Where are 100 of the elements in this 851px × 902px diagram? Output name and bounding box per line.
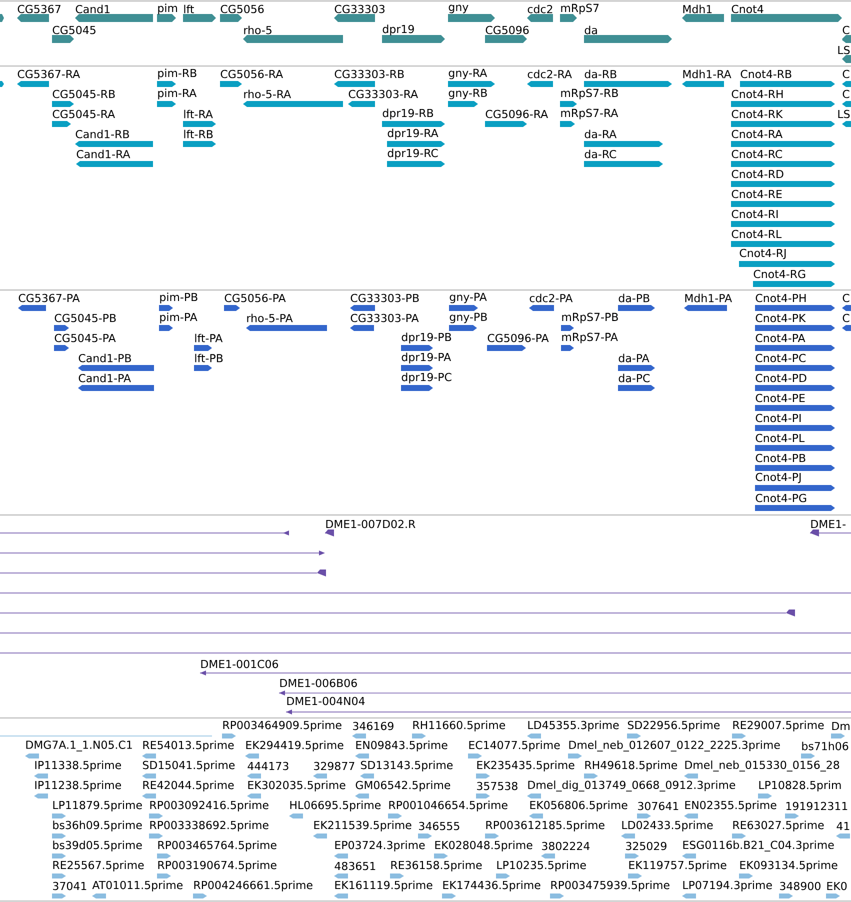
feature-label: 307641 (638, 802, 678, 810)
feature-label: Cnot4-PG (756, 494, 806, 502)
feature-label: Cnot4 (732, 4, 764, 14)
feature-label: dpr19-RB (382, 108, 434, 120)
feature-label: gny-RB (448, 88, 487, 100)
feature-label: RP004246661.5prime (194, 880, 312, 892)
feature-label: Cand1-RA (76, 150, 130, 158)
feature-label: EN02355.5prime (685, 800, 776, 812)
feature-label: CG5096-PA (488, 334, 549, 342)
feature-label: CG33303-RB (334, 70, 404, 78)
feature-label: Cnot4-RD (732, 170, 784, 178)
feature-label: Cnot4-RB (740, 70, 792, 78)
feature-label: 346169 (353, 722, 394, 730)
feature-label: RP003190674.5prime (158, 860, 276, 872)
feature-label: Cnot4-PH (756, 294, 806, 302)
feature-label: SD15041.5prime (142, 760, 235, 772)
feature-label: 357538 (477, 782, 518, 790)
feature-label: SD22956.5prime (628, 720, 720, 732)
feature-label: RP003465764.5prime (158, 840, 276, 852)
feature-label: RP003612185.5prime (486, 820, 604, 832)
feature-label: dpr19-PA (402, 352, 452, 364)
feature-label: CG5096 (486, 26, 529, 34)
feature-label: SD13143.5prime (360, 760, 453, 772)
feature-label: Cnot4-RK (732, 110, 783, 118)
feature-label: dpr19-RC (388, 148, 438, 160)
feature-label: RE25567.5prime (53, 860, 144, 872)
feature-label: cdc2-PA (530, 294, 573, 302)
feature-label: LS (838, 46, 850, 54)
feature-label: LP11879.5prime (53, 800, 142, 812)
feature-label: cdc2 (528, 4, 552, 14)
feature-label: Cnot4-PC (756, 354, 806, 362)
feature-label: bs39d05.5prime (53, 840, 142, 852)
feature-label: CG5367-PA (18, 294, 80, 302)
feature-label: da-RB (584, 70, 616, 78)
feature-label: IP11238.5prime (35, 780, 121, 792)
feature-label: Mdh1-PA (685, 294, 732, 302)
feature-label: RP003475939.5prime (551, 880, 670, 892)
feature-label: EK235435.5prime (477, 760, 574, 772)
feature-label: LP10828.5prim (759, 780, 841, 792)
feature-label: pim-PB (160, 292, 198, 304)
feature-label: CG5367 (18, 4, 60, 14)
feature-label: Cand1 (76, 4, 110, 14)
feature-label: pim-RB (158, 68, 196, 80)
feature-label: Cnot4-PK (756, 314, 806, 322)
feature-label: ESG0116b.B21_C04.3prime (683, 840, 834, 852)
feature-label: EK211539.5prime (314, 820, 412, 832)
feature-label: DME1-006B06 (280, 678, 357, 688)
feature-label: pim-PA (160, 312, 198, 324)
feature-label: LS (838, 110, 850, 118)
feature-label: dpr19-PB (402, 332, 452, 344)
feature-label: C (842, 294, 850, 302)
feature-label: EK028048.5prime (435, 840, 532, 852)
feature-label: cdc2-RA (528, 70, 572, 78)
feature-label: C (842, 90, 850, 98)
feature-label: bs71h06 (802, 742, 848, 750)
feature-label: Cnot4-PB (756, 454, 806, 462)
feature-label: lft-PB (195, 354, 223, 362)
feature-label: 37041 (53, 882, 86, 890)
feature-label: pim (158, 4, 178, 14)
feature-label: 346555 (419, 822, 460, 830)
feature-label: gny (448, 4, 468, 14)
feature-label: Mdh1-RA (683, 70, 732, 78)
feature-label: EK174436.5prime (443, 880, 540, 892)
feature-label: CG5045 (52, 26, 96, 34)
feature-label: Cnot4-RA (732, 130, 782, 138)
feature-label: da-RC (584, 150, 616, 158)
feature-label: da-PA (618, 354, 650, 362)
feature-label: Cnot4-RE (732, 190, 782, 198)
feature-label: Cnot4-RJ (740, 248, 786, 260)
feature-label: Cnot4-PL (756, 434, 805, 442)
feature-label: Cnot4-RC (732, 150, 782, 158)
feature-label: EK0 (827, 882, 847, 890)
feature-label: LD02433.5prime (622, 820, 713, 832)
feature-label: lft-RA (184, 110, 213, 118)
feature-label: C (842, 314, 850, 322)
feature-label: mRpS7-PA (562, 332, 618, 344)
feature-label: rho-5 (244, 26, 272, 34)
feature-label: CG5056 (220, 4, 264, 14)
feature-label: RE54013.5prime (143, 740, 234, 752)
feature-label: AT01011.5prime (92, 880, 183, 892)
feature-label: RP003338692.5prime (150, 820, 268, 832)
feature-label: lft (184, 4, 194, 14)
feature-label: lft-PA (195, 334, 223, 342)
feature-label: GM06542.5prime (356, 780, 450, 792)
feature-label: EC14077.5prime (469, 740, 560, 752)
feature-label: RE36158.5prime (391, 860, 482, 872)
feature-label: Cand1-PA (78, 374, 131, 382)
feature-label: mRpS7-PB (562, 312, 618, 324)
feature-label: pim-RA (158, 88, 197, 100)
feature-label: bs36h09.5prime (53, 820, 142, 832)
feature-label: Cnot4-RI (732, 210, 778, 218)
feature-label: 325029 (626, 842, 666, 850)
feature-label: Cnot4-PE (756, 394, 805, 402)
feature-label: RE42044.5prime (143, 780, 234, 792)
feature-label: Cand1-RB (76, 130, 129, 138)
feature-label: HL06695.5prime (290, 800, 381, 812)
feature-label: CG5045-RA (52, 110, 115, 118)
feature-label: CG33303-PA (350, 314, 419, 322)
feature-label: RH49618.5prime (585, 760, 678, 772)
feature-label: LD45355.3prime (528, 720, 619, 732)
